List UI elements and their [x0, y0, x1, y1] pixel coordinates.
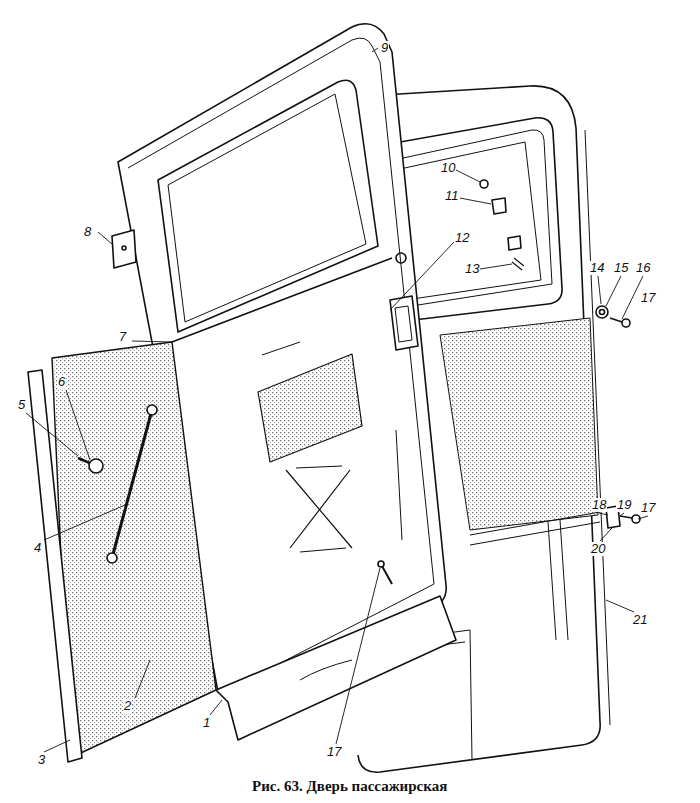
callout-number: 11: [444, 189, 460, 203]
callout-number: 12: [454, 231, 470, 245]
callout-number: 17: [640, 291, 656, 305]
callout-number: 18: [591, 498, 607, 512]
callout-number: 17: [326, 745, 342, 759]
callout-number: 7: [118, 330, 127, 344]
callout-number: 17: [640, 501, 656, 515]
callout-number: 4: [33, 541, 42, 555]
callout-number: 5: [17, 398, 26, 412]
callout-number: 3: [37, 753, 46, 767]
callout-number: 6: [57, 375, 66, 389]
callout-number: 10: [440, 161, 456, 175]
callout-number: 13: [464, 262, 480, 276]
callout-number: 14: [589, 261, 605, 275]
callout-number: 15: [613, 261, 629, 275]
callout-number: 20: [590, 542, 606, 556]
figure-caption: Рис. 63. Дверь пассажирская: [252, 777, 447, 795]
callout-number: 8: [83, 225, 92, 239]
callout-number: 1: [202, 716, 211, 730]
callout-number: 19: [616, 498, 632, 512]
callout-number: 2: [123, 699, 132, 713]
callout-number: 16: [635, 261, 651, 275]
callout-number: 21: [632, 613, 648, 627]
callout-number: 9: [380, 41, 389, 55]
